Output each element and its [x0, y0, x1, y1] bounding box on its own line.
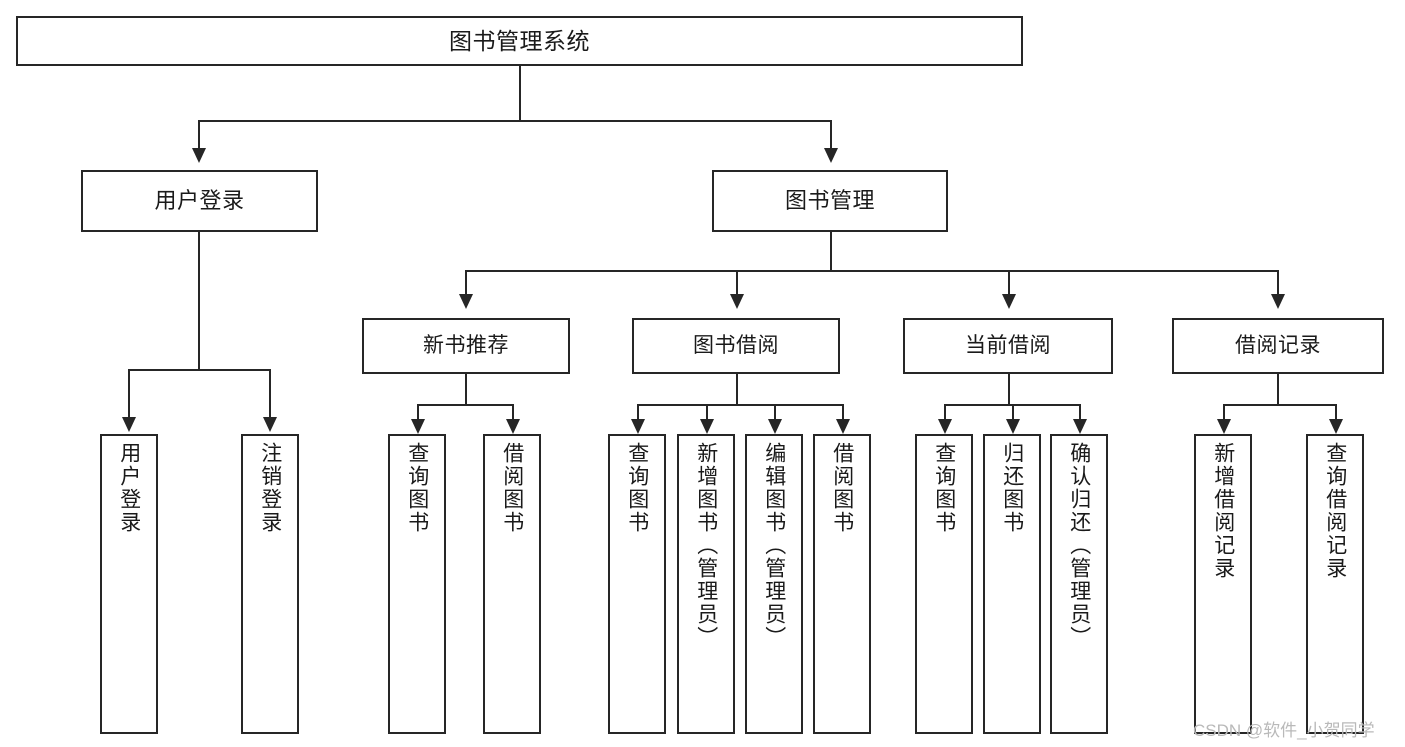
node-label: 图书管理系统: [449, 27, 590, 54]
node-book-borrow[interactable]: 图书借阅: [632, 318, 840, 374]
node-label: 借阅图书: [500, 442, 524, 534]
arrowhead-user-login-leaf-2: [263, 417, 277, 432]
connector-current-borrow-to-leaf-2: [1012, 404, 1014, 419]
node-label: 用户登录: [154, 188, 245, 214]
node-label: 编辑图书（管理员）: [762, 442, 786, 649]
leaf-book-borrow-add[interactable]: 新增图书（管理员）: [677, 434, 735, 734]
connector-book-manage-stem: [830, 232, 832, 271]
arrowhead-book-borrow-leaf-3: [768, 419, 782, 434]
node-label: 图书管理: [784, 188, 875, 214]
connector-borrow-record-stem: [1277, 374, 1279, 405]
leaf-new-book-borrow[interactable]: 借阅图书: [483, 434, 541, 734]
node-borrow-record[interactable]: 借阅记录: [1172, 318, 1384, 374]
connector-root-bus: [198, 120, 831, 122]
arrowhead-root-to-book-manage: [824, 148, 838, 163]
connector-new-book-stem: [465, 374, 467, 405]
connector-new-book-bus: [417, 404, 514, 406]
connector-book-manage-to-borrow: [736, 270, 738, 294]
node-user-login[interactable]: 用户登录: [81, 170, 318, 232]
leaf-new-book-query[interactable]: 查询图书: [388, 434, 446, 734]
arrowhead-new-book-leaf-1: [411, 419, 425, 434]
arrowhead-new-book-leaf-2: [506, 419, 520, 434]
node-current-borrow[interactable]: 当前借阅: [903, 318, 1113, 374]
connector-new-book-to-leaf-2: [512, 404, 514, 419]
leaf-current-borrow-return[interactable]: 归还图书: [983, 434, 1041, 734]
leaf-current-borrow-query[interactable]: 查询图书: [915, 434, 973, 734]
connector-book-borrow-to-leaf-3: [774, 404, 776, 419]
node-label: 借阅记录: [1235, 333, 1321, 357]
connector-current-borrow-to-leaf-1: [944, 404, 946, 419]
node-label: 新书推荐: [423, 333, 509, 357]
connector-book-borrow-to-leaf-4: [842, 404, 844, 419]
connector-user-login-bus: [128, 369, 270, 371]
connector-borrow-record-to-leaf-1: [1223, 404, 1225, 419]
node-label: 当前借阅: [965, 333, 1051, 357]
connector-book-manage-to-current: [1008, 270, 1010, 294]
connector-book-borrow-bus: [637, 404, 843, 406]
connector-current-borrow-to-leaf-3: [1079, 404, 1081, 419]
connector-book-manage-to-new-book: [465, 270, 467, 294]
node-label: 注销登录: [258, 442, 282, 534]
node-book-management[interactable]: 图书管理: [712, 170, 948, 232]
connector-root-stem: [519, 66, 521, 121]
node-label: 新增图书（管理员）: [694, 442, 718, 649]
connector-book-manage-to-record: [1277, 270, 1279, 294]
node-label: 图书借阅: [693, 333, 779, 357]
node-label: 归还图书: [1000, 442, 1024, 534]
node-label: 借阅图书: [830, 442, 854, 534]
connector-book-borrow-to-leaf-2: [706, 404, 708, 419]
arrowhead-book-manage-record: [1271, 294, 1285, 309]
connector-borrow-record-to-leaf-2: [1335, 404, 1337, 419]
arrowhead-book-borrow-leaf-2: [700, 419, 714, 434]
connector-current-borrow-stem: [1008, 374, 1010, 405]
connector-user-login-to-leaf-1: [128, 369, 130, 417]
leaf-book-borrow-borrow[interactable]: 借阅图书: [813, 434, 871, 734]
connector-new-book-to-leaf-1: [417, 404, 419, 419]
node-new-book-recommend[interactable]: 新书推荐: [362, 318, 570, 374]
node-label: 查询图书: [625, 442, 649, 534]
connector-user-login-stem: [198, 232, 200, 370]
node-label: 查询借阅记录: [1323, 442, 1347, 580]
arrowhead-root-to-user-login: [192, 148, 206, 163]
node-label: 查询图书: [405, 442, 429, 534]
arrowhead-borrow-record-leaf-2: [1329, 419, 1343, 434]
arrowhead-book-manage-borrow: [730, 294, 744, 309]
connector-book-borrow-to-leaf-1: [637, 404, 639, 419]
arrowhead-current-borrow-leaf-1: [938, 419, 952, 434]
connector-book-manage-bus: [465, 270, 1279, 272]
arrowhead-current-borrow-leaf-2: [1006, 419, 1020, 434]
connector-root-to-book-manage: [830, 120, 832, 148]
connector-borrow-record-bus: [1223, 404, 1335, 406]
leaf-borrow-record-add[interactable]: 新增借阅记录: [1194, 434, 1252, 734]
node-label: 查询图书: [932, 442, 956, 534]
arrowhead-book-borrow-leaf-1: [631, 419, 645, 434]
arrowhead-book-manage-new-book: [459, 294, 473, 309]
leaf-user-login-login[interactable]: 用户登录: [100, 434, 158, 734]
connector-user-login-to-leaf-2: [269, 369, 271, 417]
arrowhead-book-borrow-leaf-4: [836, 419, 850, 434]
arrowhead-borrow-record-leaf-1: [1217, 419, 1231, 434]
watermark-text: CSDN @软件_小贺同学: [1193, 721, 1375, 740]
node-root-system[interactable]: 图书管理系统: [16, 16, 1023, 66]
arrowhead-book-manage-current: [1002, 294, 1016, 309]
node-label: 用户登录: [117, 442, 141, 534]
leaf-borrow-record-query[interactable]: 查询借阅记录: [1306, 434, 1364, 734]
node-label: 新增借阅记录: [1211, 442, 1235, 580]
leaf-book-borrow-query[interactable]: 查询图书: [608, 434, 666, 734]
leaf-user-login-logout[interactable]: 注销登录: [241, 434, 299, 734]
node-label: 确认归还（管理员）: [1067, 442, 1091, 649]
connector-book-borrow-stem: [736, 374, 738, 405]
leaf-current-borrow-confirm-return[interactable]: 确认归还（管理员）: [1050, 434, 1108, 734]
arrowhead-current-borrow-leaf-3: [1073, 419, 1087, 434]
leaf-book-borrow-edit[interactable]: 编辑图书（管理员）: [745, 434, 803, 734]
connector-root-to-user-login: [198, 120, 200, 148]
arrowhead-user-login-leaf-1: [122, 417, 136, 432]
